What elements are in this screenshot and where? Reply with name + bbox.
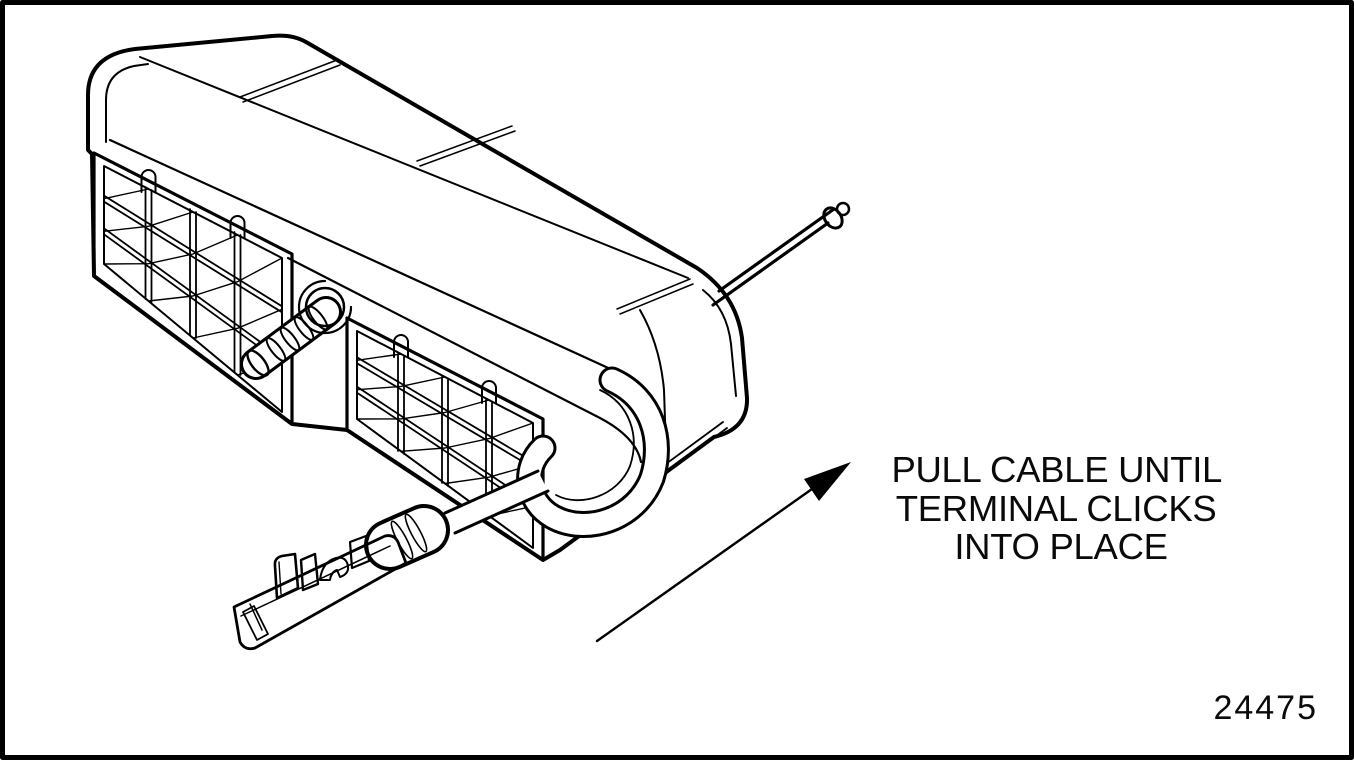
annotation-text: PULL CABLE UNTIL TERMINAL CLICKS INTO PL… xyxy=(891,449,1230,567)
stud-boss xyxy=(297,279,353,335)
terminal xyxy=(232,534,408,651)
cable-assembly xyxy=(232,469,550,651)
figure-number: 24475 xyxy=(1213,689,1318,727)
cable xyxy=(445,471,548,533)
annotation-line-1: PULL CABLE UNTIL xyxy=(891,449,1222,490)
connector-body xyxy=(86,33,750,562)
threaded-stud xyxy=(240,296,342,380)
alignment-post xyxy=(481,380,497,404)
alignment-post xyxy=(140,169,157,193)
pin-grid-left xyxy=(92,151,294,426)
terminal-lock-tab xyxy=(273,552,300,600)
annotation-line-3: INTO PLACE xyxy=(954,526,1167,567)
arrowhead xyxy=(804,462,851,501)
pin-grid-right xyxy=(345,316,545,562)
pull-direction-arrow xyxy=(595,462,851,643)
annotation-line-2: TERMINAL CLICKS xyxy=(896,488,1217,529)
alignment-post xyxy=(393,334,409,358)
alignment-post xyxy=(229,215,246,239)
harness-wire xyxy=(711,201,851,307)
cable-seal xyxy=(364,504,450,571)
